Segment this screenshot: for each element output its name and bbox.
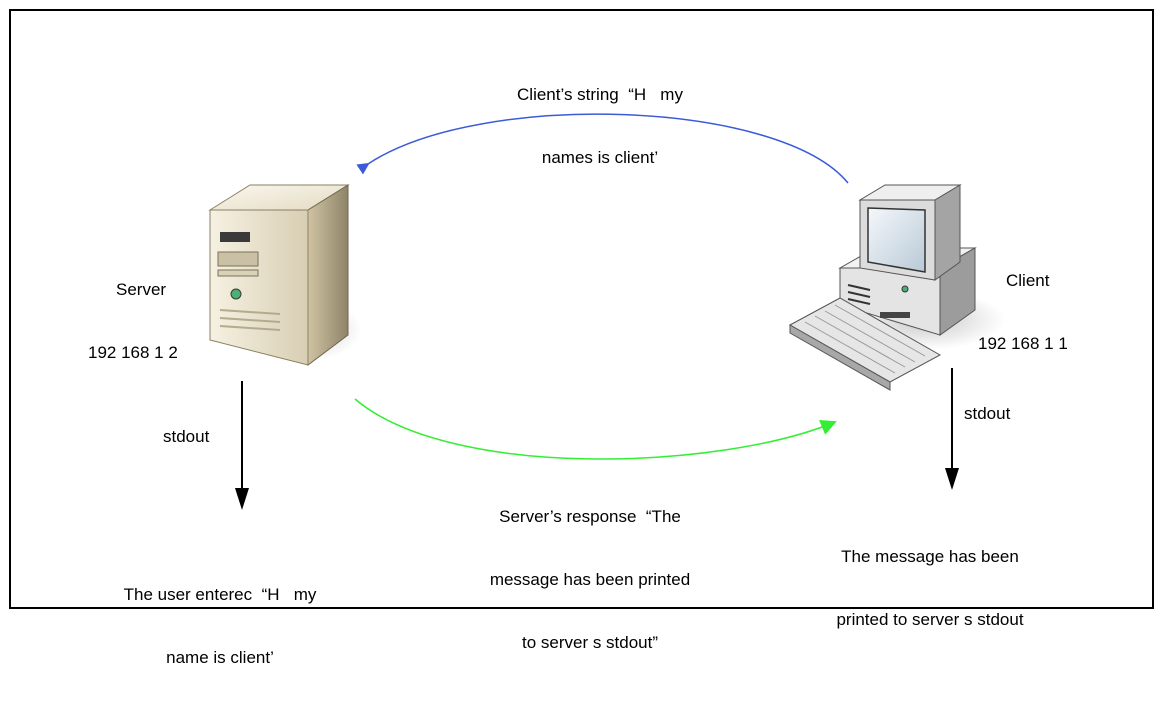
server-label: Server 192 168 1 2: [88, 237, 208, 405]
server-output-line2: name is client’: [166, 648, 274, 667]
client-output-line2: printed to server s stdout: [836, 610, 1024, 629]
server-output-text: The user enterec “H my name is client’: [80, 542, 360, 710]
diagram-graphics: [208, 113, 1005, 510]
server-stdout-arrow: [235, 381, 249, 510]
client-string-label: Client’s string “H my names is client’: [480, 42, 720, 210]
server-response-line1: Server’s response “The: [499, 507, 681, 526]
server-response-line3: to server s stdout”: [521, 633, 659, 652]
diagram-canvas: Client’s string “H my names is client’ S…: [9, 9, 1154, 667]
server-response-line2: message has been printed: [489, 570, 691, 589]
client-output-line1: The message has been: [841, 547, 1019, 566]
client-computer-icon: [788, 184, 1005, 391]
client-label: Client 192 168 1 1: [978, 228, 1118, 396]
client-to-server-arrow: [356, 113, 849, 184]
client-string-line1: Client’s string “H my: [517, 85, 683, 104]
client-stdout-label: stdout: [964, 404, 1011, 423]
client-string-line2: names is client’: [541, 148, 659, 167]
server-stdout-label: stdout: [163, 427, 210, 446]
server-response-label: Server’s response “The message has been …: [450, 464, 730, 695]
server-name: Server: [116, 280, 167, 299]
client-output-text: The message has been printed to server s…: [800, 504, 1060, 672]
diagram-frame: [9, 9, 1154, 609]
server-ip: 192 168 1 2: [88, 343, 178, 362]
server-output-line1: The user enterec “H my: [123, 585, 317, 604]
server-icon: [208, 184, 362, 366]
client-name: Client: [1006, 271, 1050, 290]
server-to-client-arrow: [354, 398, 837, 460]
client-ip: 192 168 1 1: [978, 334, 1068, 353]
client-stdout-arrow: [945, 368, 959, 490]
